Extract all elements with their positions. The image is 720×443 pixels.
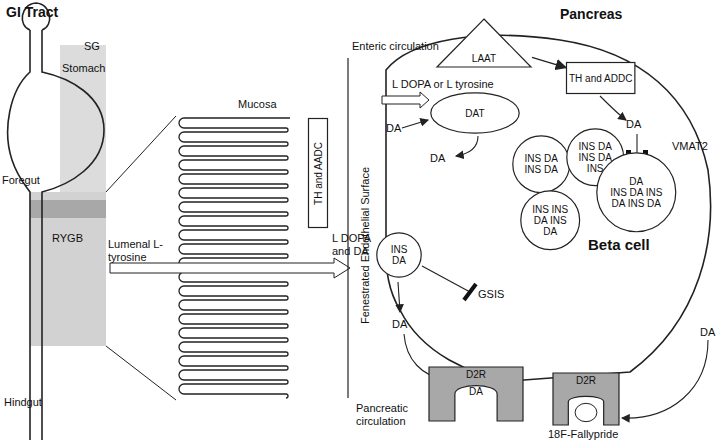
node-tri: LAAT	[436, 18, 532, 68]
node-circ: INS DA INS DA	[512, 135, 570, 193]
beta-cell-membrane	[386, 35, 711, 380]
label: Foregut	[2, 174, 40, 187]
node-rect: TH and ADDC	[566, 62, 635, 94]
node-circ: INS INS DA INS DA	[520, 190, 580, 250]
node-text: D2R	[576, 375, 596, 386]
label: Beta cell	[588, 236, 650, 253]
label: 18F-Fallypride	[548, 428, 618, 441]
label: Mucosa	[238, 98, 277, 111]
node-circ: INSDA	[376, 232, 422, 278]
label: DA	[392, 318, 407, 331]
gsis-block-bar	[464, 284, 476, 300]
node-text: LAAT	[472, 53, 496, 64]
label: SG	[84, 40, 100, 53]
label: Fenestrated Endothelial Surface	[360, 166, 373, 323]
label: GSIS	[478, 288, 504, 301]
node-text: DA	[392, 255, 406, 266]
label: VMAT2	[672, 140, 708, 153]
node-cupA: D2R DA	[428, 366, 524, 422]
label: Hindgut	[4, 396, 42, 409]
label: Pancreatic circulation	[356, 402, 436, 428]
label: Stomach	[62, 62, 105, 75]
node-text: DAT	[465, 108, 484, 119]
node-text: TH and ADDC	[569, 73, 632, 84]
label: RYGB	[52, 232, 83, 245]
node-text: INS INS DA INS DA	[531, 204, 570, 237]
label: Enteric circulation	[352, 40, 439, 53]
node-cupB: D2R	[552, 372, 620, 426]
node-circ: DAINS DA INS DA INS DA	[596, 152, 677, 233]
label: Pancreas	[560, 6, 622, 22]
node-text: INS DA INS DA INS DA	[610, 187, 663, 209]
mucosa-villi	[179, 118, 290, 398]
node-text: DA	[629, 176, 643, 187]
node-text: INS	[391, 244, 408, 255]
node-rectrot: TH and AADC	[308, 118, 328, 228]
connector	[532, 57, 566, 67]
zoom-lines	[106, 116, 176, 400]
label: DA	[430, 152, 445, 165]
sg-region	[60, 45, 106, 192]
label: DA	[386, 122, 401, 135]
label: Lumenal L-tyrosine	[108, 238, 170, 264]
uptake-arrow	[382, 92, 429, 108]
node-text: TH and AADC	[313, 142, 324, 205]
node-text: DA	[469, 386, 483, 397]
label: DA	[700, 326, 715, 339]
label: DA	[626, 118, 641, 131]
label: GI Tract	[6, 4, 58, 20]
endothelium-line	[347, 58, 348, 398]
node-text: D2R	[466, 369, 486, 380]
label: L DOPA or L tyrosine	[392, 78, 494, 91]
gsis-line	[422, 266, 470, 292]
node-text: INS DA INS DA	[522, 153, 559, 175]
node-ell: DAT	[430, 92, 520, 134]
